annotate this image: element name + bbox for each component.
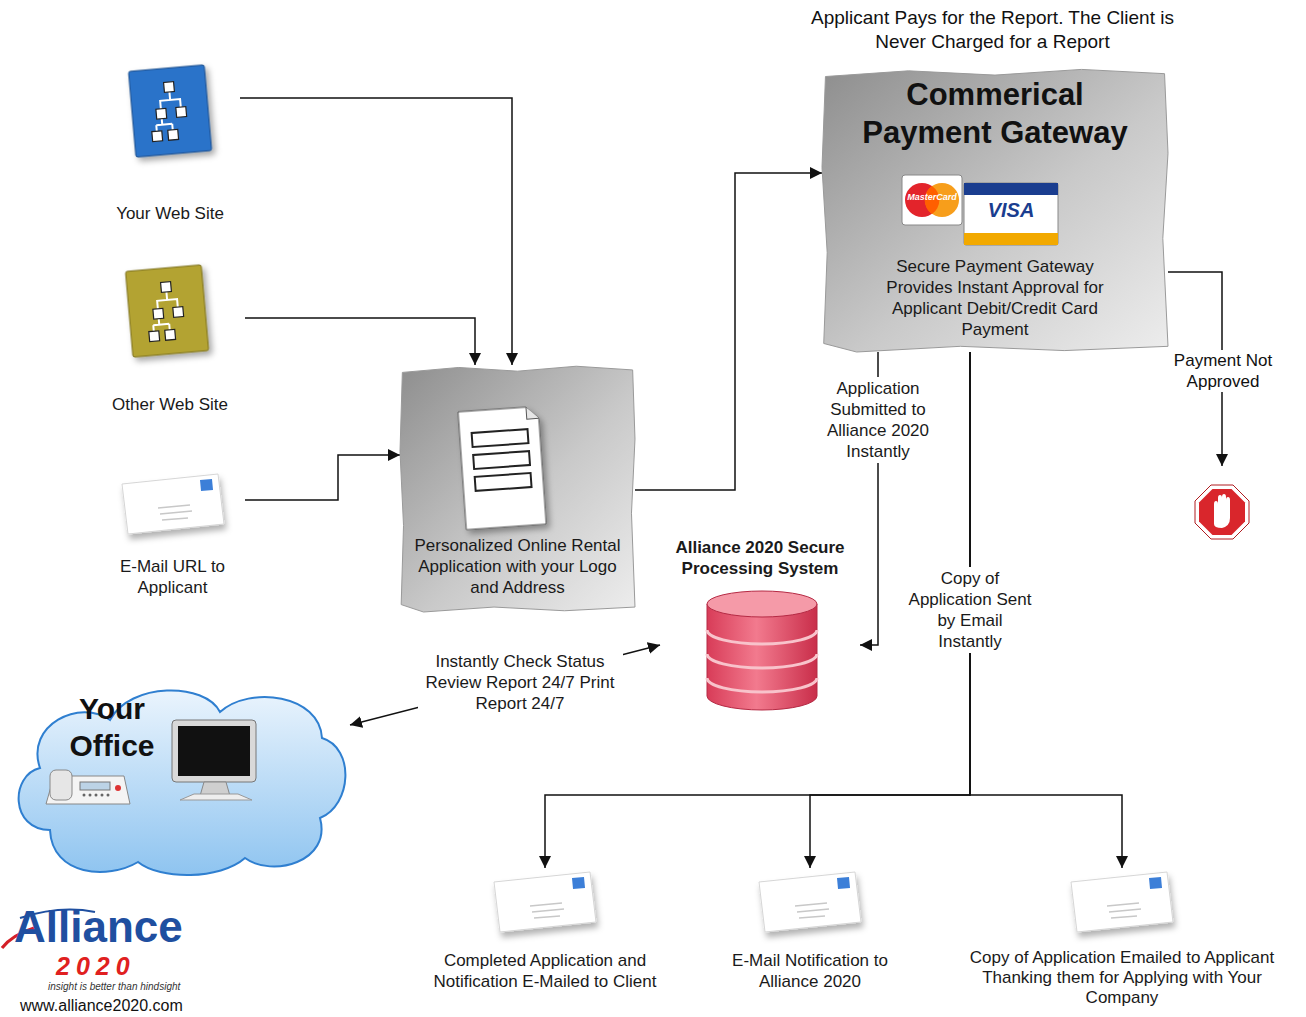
edge-label: Copy of Application Sent by Email Instan… — [908, 567, 1033, 653]
email-node: Copy of Application Emailed to Applicant… — [957, 868, 1287, 1012]
connector — [245, 455, 400, 500]
node-body: Secure Payment Gateway Provides Instant … — [876, 256, 1114, 340]
card-brand: MasterCard — [902, 192, 962, 202]
cloud-shape — [10, 680, 350, 880]
envelope-icon — [1067, 870, 1179, 942]
office-cloud: Your Office — [10, 680, 350, 880]
edge-note: Payment Not Approved — [1162, 350, 1284, 392]
node-title: E-Mail URL to Applicant — [100, 556, 245, 598]
application-panel: Personalized Online Rental Application w… — [400, 365, 635, 612]
edge-label: Instantly Check Status Review Report 24/… — [418, 650, 623, 715]
website-node: Your Web Site — [100, 60, 240, 228]
logo-number: 2020 — [56, 953, 206, 980]
node-title: Completed Application and Notification E… — [405, 950, 685, 992]
node-title: Your Web Site — [100, 203, 240, 224]
node-title: E-Mail Notification to Alliance 2020 — [730, 950, 890, 992]
connector — [350, 645, 660, 725]
form-icon — [452, 401, 552, 536]
node-title: Other Web Site — [95, 394, 245, 415]
email-node: E-Mail Notification to Alliance 2020 — [730, 868, 890, 996]
note: Applicant Pays for the Report. The Clien… — [800, 6, 1185, 54]
envelope-icon — [755, 870, 867, 942]
node-title: Commerical Payment Gateway — [845, 76, 1145, 152]
database-node: Alliance 2020 Secure Processing System — [660, 535, 860, 717]
envelope-icon — [118, 472, 230, 544]
card-brand: VISA — [964, 198, 1058, 222]
connector — [635, 173, 822, 490]
email-node: Completed Application and Notification E… — [405, 868, 685, 996]
website-icon — [120, 60, 220, 160]
connector — [245, 318, 475, 365]
logo-word: Alliance — [14, 902, 209, 952]
edge-label: Application Submitted to Alliance 2020 I… — [816, 377, 941, 463]
node-title: Personalized Online Rental Application w… — [410, 535, 625, 598]
node-title: Alliance 2020 Secure Processing System — [660, 537, 860, 579]
website-icon — [117, 260, 217, 360]
card-logos — [902, 173, 1062, 247]
url: www.alliance2020.com — [20, 996, 230, 1015]
node-title: Your Office — [52, 690, 172, 764]
email-node: E-Mail URL to Applicant — [100, 470, 245, 602]
stop-sign — [1195, 485, 1249, 539]
database-cylinder — [705, 590, 819, 714]
website-node: Other Web Site — [95, 260, 245, 419]
envelope-icon — [490, 870, 602, 942]
node-title: Copy of Application Emailed to Applicant… — [957, 948, 1287, 1008]
connector — [240, 98, 512, 365]
logo-tagline: insight is better than hindsight — [48, 981, 218, 993]
